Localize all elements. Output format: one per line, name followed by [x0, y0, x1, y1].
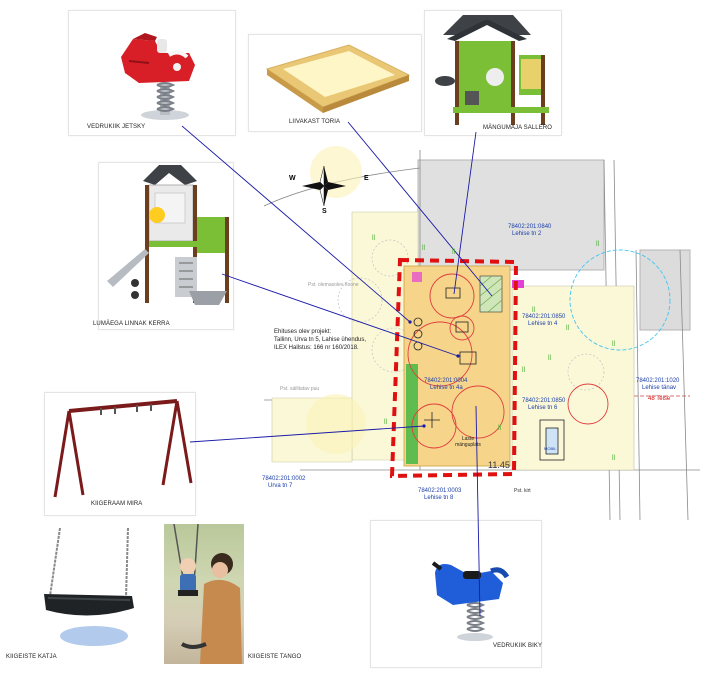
mobile-label: MOBIL — [544, 446, 557, 451]
kerra-play-tower-image — [107, 165, 229, 305]
parcel-id: 78402:201:0003 — [418, 488, 462, 494]
svg-text:ll: ll — [612, 341, 616, 348]
jetsky-caption: VEDRUKIIK JETSKY — [87, 124, 146, 130]
svg-text:ll: ll — [566, 325, 570, 332]
svg-text:ll: ll — [532, 307, 536, 314]
street-small-label: Pst. kirt — [514, 488, 531, 494]
sandbox-hatched — [479, 275, 503, 313]
pink-marker-2 — [412, 272, 422, 282]
svg-text:ll: ll — [548, 355, 552, 362]
toria-sandbox-image — [265, 44, 411, 113]
svg-text:ll: ll — [372, 235, 376, 242]
tree-note-label: Pst. säilitatav puu — [280, 386, 320, 392]
svg-text:ll: ll — [596, 241, 600, 248]
svg-text:ll: ll — [422, 245, 426, 252]
svg-text:ll: ll — [384, 419, 388, 426]
new-street-label: 48 Telse — [648, 396, 671, 402]
katja-caption: KIIGEISTE KATJA — [6, 654, 57, 660]
svg-text:ll: ll — [612, 455, 616, 462]
svg-text:ll: ll — [452, 249, 456, 256]
parcel-id: 78402:201:0840 — [508, 224, 552, 230]
mira-caption: KIIGERAAM MIRA — [91, 501, 143, 507]
leader-mira — [189, 425, 425, 443]
card-toria: LIIVAKAST TORIA — [248, 34, 422, 132]
svg-text:ll: ll — [498, 425, 502, 432]
parcel-label-6: 78402:201:0003 Lehise tn 8 — [418, 488, 461, 502]
card-biky: VEDRUKIIK BIKY — [370, 520, 542, 668]
jetsky-spring-rider-image — [121, 33, 195, 120]
parcel-id: 78402:201:0002 — [262, 476, 306, 482]
parcel-street: Lehise tn 6 — [528, 405, 558, 411]
compass-rose-icon — [302, 165, 346, 207]
leader-biky — [475, 405, 481, 617]
leader-kerra — [221, 273, 459, 357]
playground-label: Laste mänguplats — [455, 436, 481, 448]
tango-photo — [164, 524, 244, 664]
elevation-label: 11.45 — [488, 460, 510, 470]
katja-swing-seat-image — [44, 527, 134, 646]
compass-west: W — [289, 175, 296, 182]
compass-east: E — [364, 175, 369, 182]
parcel-label-0: 78402:201:0840 Lehise tn 2 — [508, 224, 551, 238]
biky-caption: VEDRUKIIK BIKY — [493, 643, 543, 649]
project-note-line-3: ILEX Hallstus: 166 nr 160/2018. — [274, 345, 359, 351]
mira-swing-frame-image — [53, 399, 193, 498]
parcel-id: 78402:201:0850 — [522, 398, 566, 404]
parcel-label-3: 78402:201:0850 Lehise tn 6 — [522, 398, 565, 412]
green-strip — [406, 364, 418, 464]
parcel-street: Lehise tänav — [642, 385, 677, 391]
tango-swing-photo-image — [173, 524, 242, 664]
leader-toria — [347, 121, 493, 297]
project-note: Ehituses olev projekt: Tallinn, Urva tn … — [274, 328, 366, 352]
sallero-playhouse-image — [435, 15, 549, 125]
pink-marker — [512, 280, 524, 288]
parcel-id: 78402:201:0850 — [522, 314, 566, 320]
parcel-street: Lehise tn 2 — [512, 231, 542, 237]
parcel-label-5: 78402:201:0002 Urva tn 7 — [262, 476, 305, 490]
project-note-line-1: Ehituses olev projekt: — [274, 329, 332, 335]
project-boundary — [389, 257, 519, 479]
parcel-east-lawn — [511, 285, 635, 471]
svg-text:ll: ll — [522, 367, 526, 374]
parcel-id: 78402:201:1020 — [636, 378, 680, 384]
leader-sallero — [453, 131, 477, 295]
card-sallero: MÄNGUMAJA SALLERO — [424, 10, 562, 136]
sallero-caption: MÄNGUMAJA SALLERO — [483, 125, 553, 131]
parcel-street: Lehise tn 4a — [430, 385, 463, 391]
parcel-id: 78402:201:0004 — [424, 378, 468, 384]
parcel-label-1: 78402:201:0850 Lehise tn 4 — [522, 314, 565, 328]
tango-caption: KIIGEISTE TANGO — [248, 654, 302, 660]
building-east — [639, 249, 691, 331]
kerra-caption: LUMÄEGA LINNAK KERRA — [93, 321, 170, 327]
parcel-street: Lehise tn 4 — [528, 321, 558, 327]
parcel-street: Lehise tn 8 — [424, 495, 454, 501]
parcel-label-2: 78402:201:0004 Lehise tn 4a — [424, 378, 467, 392]
card-kerra: LUMÄEGA LINNAK KERRA — [93, 162, 234, 330]
leader-jetsky — [181, 125, 411, 323]
card-katja — [30, 524, 150, 664]
card-mira: KIIGERAAM MIRA — [44, 392, 196, 516]
biky-spring-rider-image — [431, 561, 510, 641]
toria-caption: LIIVAKAST TORIA — [289, 119, 341, 125]
parcel-street: Urva tn 7 — [268, 483, 293, 489]
old-building-label: Pst. olemasolev hoone — [308, 282, 359, 288]
card-jetsky: VEDRUKIIK JETSKY — [68, 10, 236, 136]
project-note-line-2: Tallinn, Urva tn 5, Lahise ühendus, — [274, 337, 367, 343]
parcel-label-4: 78402:201:1020 Lehise tänav — [636, 378, 679, 392]
compass-south: S — [322, 208, 327, 215]
building-north — [417, 159, 605, 271]
